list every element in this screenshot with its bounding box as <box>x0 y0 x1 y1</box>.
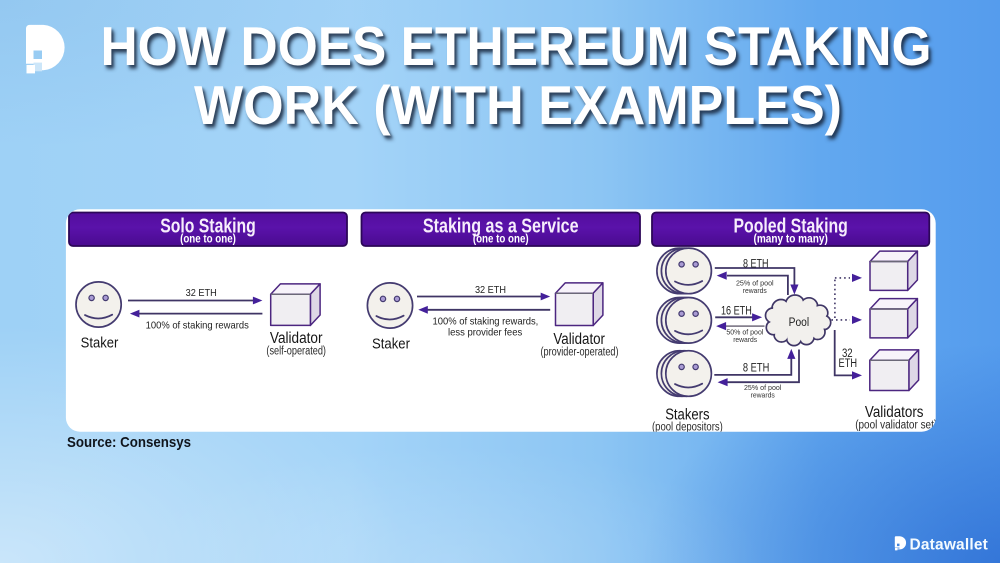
svg-text:(pool depositors): (pool depositors) <box>652 422 723 434</box>
svg-text:50% of pool: 50% of pool <box>726 327 763 336</box>
svg-text:(one to one): (one to one) <box>180 234 236 246</box>
svg-text:(pool validator set): (pool validator set) <box>855 420 937 432</box>
svg-text:Solo Staking: Solo Staking <box>160 215 256 237</box>
svg-text:rewards: rewards <box>733 335 757 344</box>
svg-text:25% of pool: 25% of pool <box>736 279 774 288</box>
svg-text:Staker: Staker <box>81 336 119 352</box>
svg-text:8 ETH: 8 ETH <box>743 363 769 375</box>
svg-text:Validators: Validators <box>865 404 924 421</box>
svg-text:Source: Consensys: Source: Consensys <box>67 434 191 451</box>
svg-text:Pooled Staking: Pooled Staking <box>734 215 848 237</box>
svg-text:ETH: ETH <box>839 358 858 370</box>
svg-text:rewards: rewards <box>743 286 767 295</box>
svg-text:100% of staking rewards,: 100% of staking rewards, <box>433 316 539 328</box>
svg-text:Staking as a Service: Staking as a Service <box>423 215 579 237</box>
svg-text:8 ETH: 8 ETH <box>743 258 769 270</box>
svg-text:(one to one): (one to one) <box>473 234 529 246</box>
svg-text:Validator: Validator <box>270 330 323 347</box>
svg-text:Pool: Pool <box>789 317 810 329</box>
svg-text:32: 32 <box>842 348 853 360</box>
svg-text:(provider-operated): (provider-operated) <box>541 346 619 358</box>
svg-text:Datawallet: Datawallet <box>910 537 989 554</box>
svg-text:Stakers: Stakers <box>665 406 710 423</box>
svg-text:32 ETH: 32 ETH <box>475 284 506 296</box>
svg-text:16 ETH: 16 ETH <box>721 305 752 317</box>
svg-text:rewards: rewards <box>751 391 775 400</box>
svg-text:(self-operated): (self-operated) <box>266 346 326 358</box>
svg-text:less provider fees: less provider fees <box>448 326 522 338</box>
svg-text:25% of pool: 25% of pool <box>744 383 782 392</box>
svg-text:32 ETH: 32 ETH <box>186 287 217 299</box>
svg-text:Staker: Staker <box>372 337 410 353</box>
svg-text:Validator: Validator <box>553 331 605 348</box>
svg-text:100% of staking rewards: 100% of staking rewards <box>146 320 249 332</box>
svg-text:(many to many): (many to many) <box>754 234 828 246</box>
